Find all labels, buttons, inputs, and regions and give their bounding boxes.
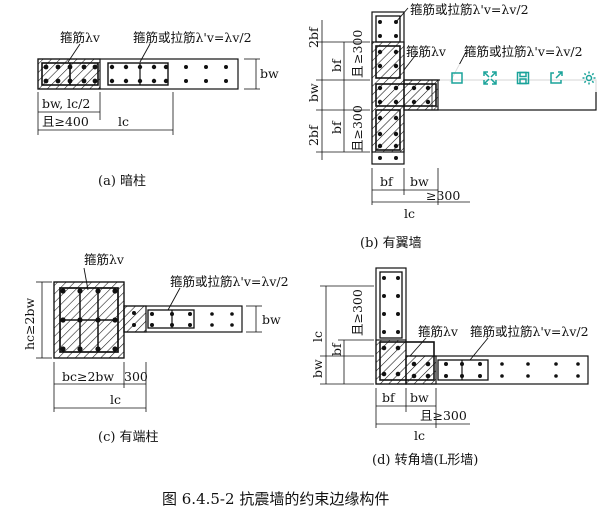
b-tie-right-label: 箍筋或拉筋λ'v=λv/2 [464,44,583,59]
diagram-d-corner-wall [320,267,589,428]
a-dim1-label: bw, lc/2 [42,96,90,111]
d-ge300-label: 且≥300 [350,289,365,336]
diagram-a-concealed-column [37,43,260,135]
b-lc-label: lc [404,206,415,221]
b-bf-h-label: bf [380,174,394,189]
d-bf-v-label: bf [329,342,344,356]
c-hc-label: hc≥2bw [22,298,37,350]
b-bw-left-label: bw [306,83,321,102]
b-qie-bot-label: 且≥300 [350,105,365,152]
a-dim2-label: 且≥400 [42,114,89,129]
b-hoop-label: 箍筋λv [406,44,447,59]
rebar-dots-c [60,288,234,352]
c-caption: (c) 有端柱 [98,430,159,445]
d-lc-v-label: lc [310,331,325,342]
share-icon[interactable] [545,67,567,89]
d-bw-h-label: bw [410,390,429,405]
rebar-dots-a [43,64,228,84]
d-tie-label: 箍筋或拉筋λ'v=λv/2 [470,324,589,339]
b-bf-bot-label: bf [329,120,344,134]
b-bw-h-label: bw [410,174,429,189]
d-ge300-h-label: 且≥300 [420,408,467,423]
copy-icon[interactable] [446,67,468,89]
c-hoop-label: 箍筋λv [84,252,125,267]
save-icon[interactable] [512,67,534,89]
a-caption: (a) 暗柱 [98,174,146,189]
d-bw-v-label: bw [310,359,325,378]
b-tie-top-label: 箍筋或拉筋λ'v=λv/2 [410,2,529,17]
settings-icon[interactable] [578,67,600,89]
b-ge300-h-label: ≥300 [426,188,460,203]
diagram-c-end-column [36,267,262,412]
b-qie-top-label: 且 [350,65,365,78]
b-caption: (b) 有翼墙 [360,236,422,251]
c-lc-label: lc [110,392,121,407]
b-2bf-bot-label: 2bf [306,124,321,146]
expand-icon[interactable] [479,67,501,89]
b-2bf-top-label: 2bf [306,26,321,48]
d-caption: (d) 转角墙(L形墙) [372,453,478,468]
c-bw-label: bw [262,312,281,327]
d-bf-h-label: bf [382,390,396,405]
rebar-dots-b [377,20,431,160]
rebar-dots-d [381,276,580,379]
a-bw-label: bw [260,66,279,81]
b-bf-top-label: bf [329,58,344,72]
c-300-label: 300 [124,369,148,384]
c-tie-label: 箍筋或拉筋λ'v=λv/2 [170,274,289,289]
diagram-b-flanged-wall [316,7,597,205]
a-tie-label: 箍筋或拉筋λ'v=λv/2 [133,30,252,45]
a-hoop-label: 箍筋λv [60,30,101,45]
b-ge300-top-label: ≥300 [350,30,365,64]
figure-caption: 图 6.4.5-2 抗震墙的约束边缘构件 [162,490,389,508]
d-hoop-label: 箍筋λv [418,324,459,339]
d-lc-h-label: lc [414,428,425,443]
a-lc-label: lc [118,114,129,129]
c-bc-label: bc≥2bw [62,369,114,384]
image-toolbar [440,64,605,92]
